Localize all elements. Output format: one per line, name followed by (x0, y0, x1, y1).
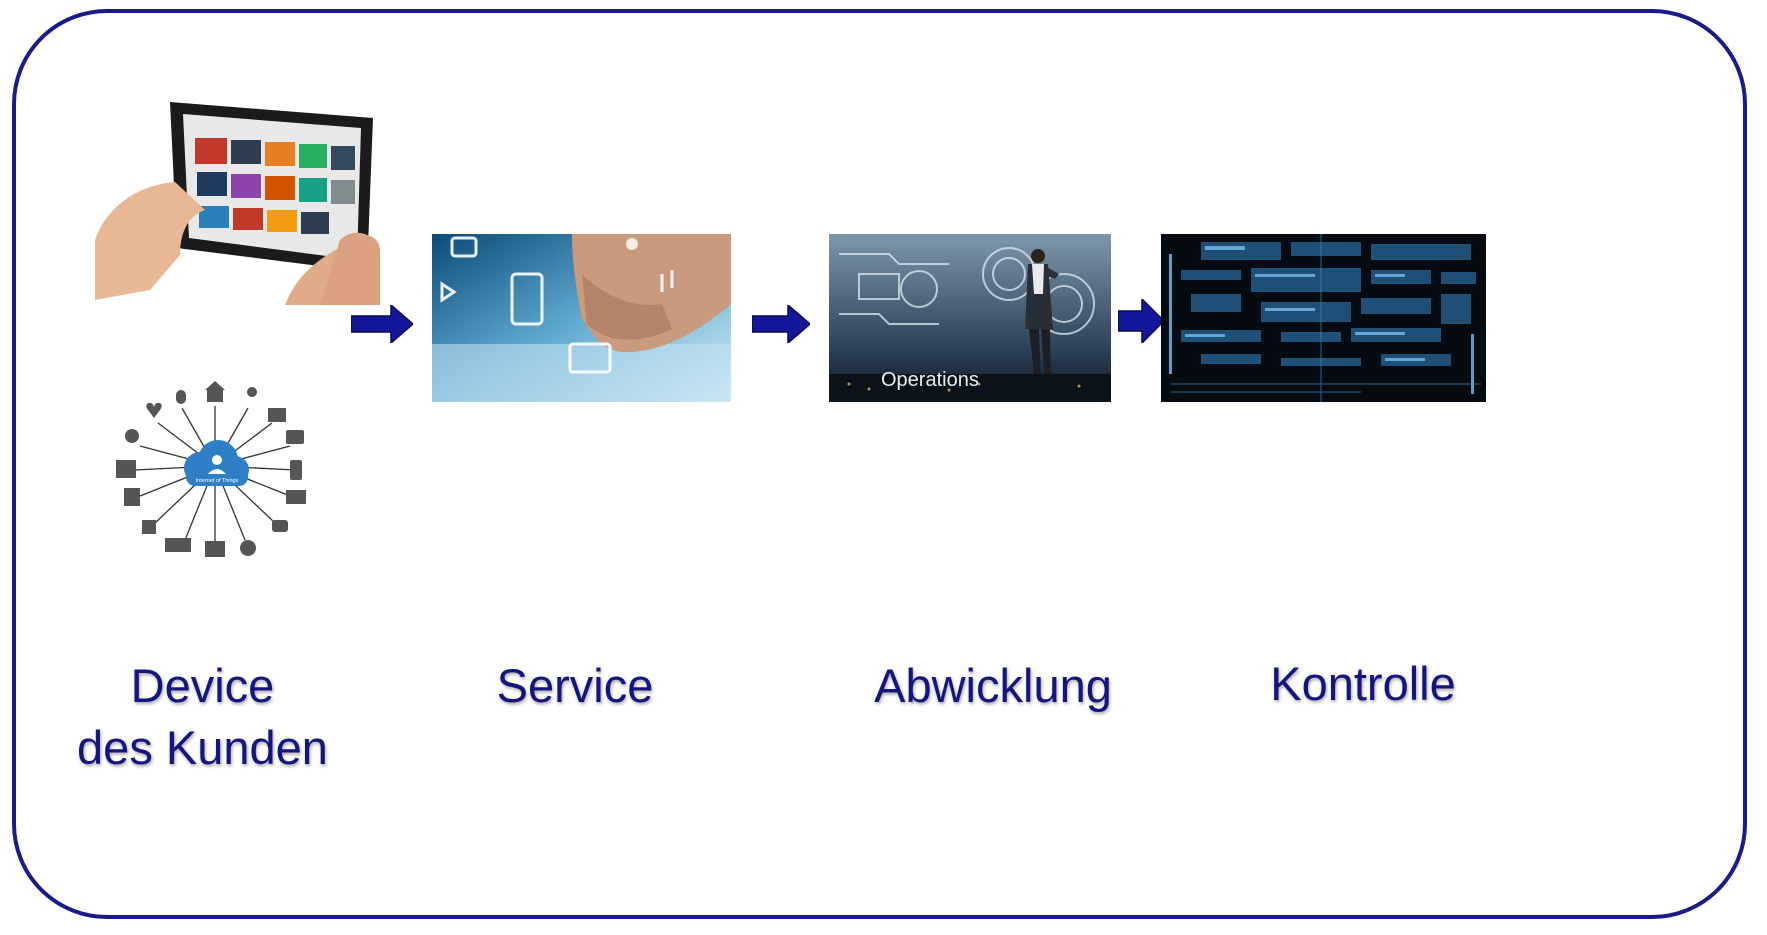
tablet-in-hands-image (95, 90, 380, 305)
arrow-right-icon (1118, 299, 1164, 343)
control-dashboard-screens-image (1161, 234, 1486, 402)
step-label-kontrolle: Kontrolle (1270, 657, 1456, 710)
operations-businessman-image: Operations (829, 234, 1111, 402)
operations-image-text: Operations (881, 369, 979, 391)
arrow-right-icon (351, 305, 413, 343)
step-label-abwicklung: Abwicklung (874, 659, 1112, 712)
touchscreen-finger-image (432, 234, 731, 402)
step-label-service: Service (496, 659, 654, 712)
internet-of-things-diagram-image: Internet of Things (110, 378, 320, 563)
step-label-device: Device des Kunden (77, 659, 328, 774)
diagram-frame (12, 9, 1747, 919)
iot-center-text: Internet of Things (196, 478, 239, 484)
arrow-right-icon (752, 305, 810, 343)
